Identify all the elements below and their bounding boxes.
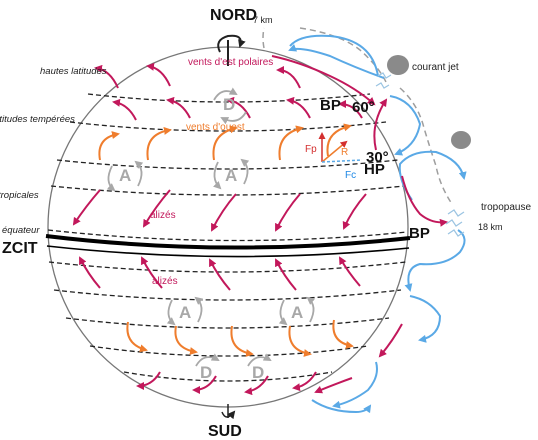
depression-mark-south-2: D (252, 363, 264, 382)
jet-stream-blob-subtropical (451, 131, 471, 149)
lat-30-label: 30° (366, 149, 389, 166)
trade-winds-south-label: alizés (152, 276, 178, 287)
zone-high-latitudes: hautes latitudes (40, 66, 107, 77)
zone-equator: équateur (2, 225, 40, 236)
north-label: NORD (210, 7, 257, 24)
height-18km-label: 18 km (478, 222, 503, 232)
pressure-letters: D A A A A D D (119, 95, 303, 382)
trade-wind-arrows-south (79, 256, 361, 291)
anticyclone-mark-1: A (119, 166, 131, 185)
polar-easterlies-label: vents d'est polaires (188, 57, 273, 68)
pressure-cells (106, 87, 316, 367)
anticyclone-mark-4: A (291, 303, 303, 322)
westerly-arrows-south (126, 319, 354, 357)
main-labels: NORD 7 km SUD ZCIT BP 60° 30° HP BP cour… (2, 7, 531, 440)
itcz-line (45, 234, 411, 250)
zone-temperate: latitudes tempérées (0, 114, 75, 125)
vertical-cells (271, 34, 467, 414)
anticyclone-mark-3: A (179, 303, 191, 322)
tropopause-label: tropopause (481, 202, 531, 213)
trade-winds-north-label: alizés (150, 210, 176, 221)
jet-stream-blob-polar (387, 55, 409, 75)
polar-easterly-arrows (94, 62, 363, 121)
height-7km-label: 7 km (253, 15, 273, 25)
anticyclone-mark-2: A (225, 166, 237, 185)
wind-labels: vents d'est polaires vents d'ouest alizé… (150, 57, 273, 287)
polar-easterly-arrows-south (136, 371, 317, 396)
depression-mark-south-1: D (200, 363, 212, 382)
zone-tropical: tropicales (0, 190, 39, 201)
zone-labels: hautes latitudes latitudes tempérées tro… (0, 66, 107, 236)
convection-marks (375, 72, 465, 237)
westerly-arrows (98, 123, 352, 161)
jet-stream-label: courant jet (412, 62, 459, 73)
force-fp-label: Fp (305, 144, 317, 155)
tropopause-line (262, 27, 453, 205)
depression-mark-north: D (223, 95, 235, 114)
westerlies-label: vents d'ouest (186, 122, 245, 133)
force-r-label: R (341, 147, 348, 158)
itcz-label: ZCIT (2, 240, 38, 257)
lat-60-label: 60° (352, 99, 375, 116)
north-pole-rotation (217, 34, 246, 66)
south-pole-rotation (221, 404, 236, 420)
force-fc-label: Fc (345, 170, 356, 181)
force-vectors (318, 132, 363, 163)
equator-line (46, 245, 410, 258)
south-label: SUD (208, 423, 242, 440)
bp-equator-label: BP (409, 225, 430, 242)
hp-30-label: HP (364, 161, 385, 178)
bp-60-label: BP (320, 97, 341, 114)
trade-wind-arrows-north (72, 189, 367, 232)
